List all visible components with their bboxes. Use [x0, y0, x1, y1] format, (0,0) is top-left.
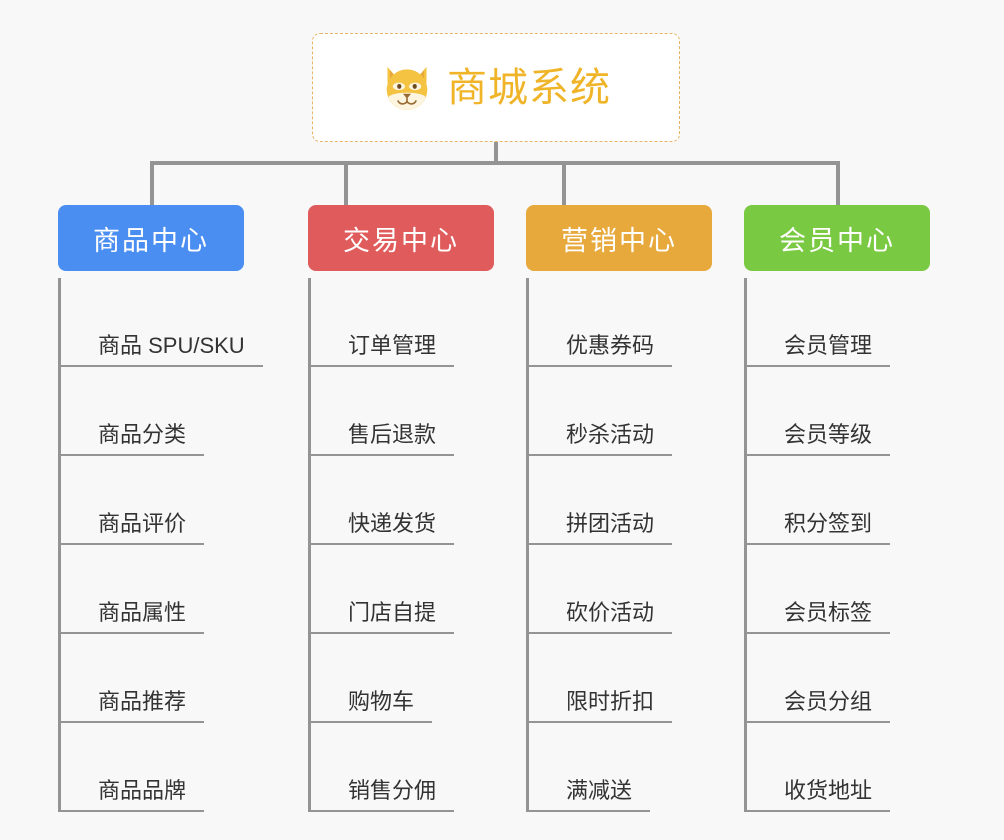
leaf-label: 快递发货 [311, 511, 455, 545]
root-node[interactable]: 商城系统 [312, 33, 680, 142]
leaf-list-2: 订单管理 售后退款 快递发货 门店自提 购物车 销售分佣 [308, 278, 494, 812]
leaf-item[interactable]: 商品推荐 [61, 634, 263, 723]
leaf-item[interactable]: 商品分类 [61, 367, 263, 456]
branch-header-3[interactable]: 营销中心 [526, 205, 712, 271]
leaf-list-1: 商品 SPU/SKU 商品分类 商品评价 商品属性 商品推荐 商品品牌 [58, 278, 263, 812]
leaf-label: 优惠券码 [529, 333, 673, 367]
leaf-label: 商品评价 [61, 511, 205, 545]
leaf-item[interactable]: 商品品牌 [61, 723, 263, 812]
leaf-label: 会员等级 [747, 422, 891, 456]
leaf-item[interactable]: 满减送 [529, 723, 712, 812]
leaf-label: 砍价活动 [529, 600, 673, 634]
connector-horizontal-bus [150, 161, 838, 165]
leaf-label: 商品分类 [61, 422, 205, 456]
leaf-label: 积分签到 [747, 511, 891, 545]
leaf-item[interactable]: 订单管理 [311, 278, 494, 367]
connector-drop-1 [150, 161, 154, 205]
leaf-item[interactable]: 购物车 [311, 634, 494, 723]
branch-header-4[interactable]: 会员中心 [744, 205, 930, 271]
leaf-item[interactable]: 拼团活动 [529, 456, 712, 545]
leaf-list-3: 优惠券码 秒杀活动 拼团活动 砍价活动 限时折扣 满减送 [526, 278, 712, 812]
branch-header-2[interactable]: 交易中心 [308, 205, 494, 271]
connector-drop-3 [562, 161, 566, 205]
leaf-label: 商品品牌 [61, 778, 205, 812]
leaf-item[interactable]: 商品 SPU/SKU [61, 278, 263, 367]
branch-header-label-1: 商品中心 [93, 225, 209, 256]
leaf-label: 满减送 [529, 778, 651, 812]
leaf-item[interactable]: 门店自提 [311, 545, 494, 634]
leaf-label: 商品推荐 [61, 689, 205, 723]
leaf-label: 商品属性 [61, 600, 205, 634]
leaf-label: 会员分组 [747, 689, 891, 723]
leaf-item[interactable]: 商品属性 [61, 545, 263, 634]
leaf-label: 拼团活动 [529, 511, 673, 545]
leaf-item[interactable]: 售后退款 [311, 367, 494, 456]
connector-root-stem [494, 142, 498, 165]
leaf-item[interactable]: 限时折扣 [529, 634, 712, 723]
leaf-label: 会员标签 [747, 600, 891, 634]
leaf-label: 门店自提 [311, 600, 455, 634]
branch-member-center: 会员中心 会员管理 会员等级 积分签到 会员标签 会员分组 收货地址 [744, 205, 930, 812]
leaf-item[interactable]: 商品评价 [61, 456, 263, 545]
branch-header-label-4: 会员中心 [779, 225, 895, 256]
leaf-label: 限时折扣 [529, 689, 673, 723]
leaf-label: 售后退款 [311, 422, 455, 456]
leaf-item[interactable]: 秒杀活动 [529, 367, 712, 456]
root-title: 商城系统 [447, 65, 611, 110]
branch-marketing-center: 营销中心 优惠券码 秒杀活动 拼团活动 砍价活动 限时折扣 满减送 [526, 205, 712, 812]
connector-drop-2 [344, 161, 348, 205]
leaf-item[interactable]: 积分签到 [747, 456, 930, 545]
leaf-item[interactable]: 会员标签 [747, 545, 930, 634]
branch-trade-center: 交易中心 订单管理 售后退款 快递发货 门店自提 购物车 销售分佣 [308, 205, 494, 812]
leaf-label: 商品 SPU/SKU [61, 333, 263, 367]
connector-drop-4 [836, 161, 840, 205]
leaf-item[interactable]: 优惠券码 [529, 278, 712, 367]
shiba-dog-face-icon [386, 66, 428, 110]
leaf-label: 订单管理 [311, 333, 455, 367]
leaf-label: 会员管理 [747, 333, 891, 367]
leaf-list-4: 会员管理 会员等级 积分签到 会员标签 会员分组 收货地址 [744, 278, 930, 812]
leaf-item[interactable]: 销售分佣 [311, 723, 494, 812]
leaf-label: 购物车 [311, 689, 433, 723]
branch-header-label-3: 营销中心 [561, 225, 677, 256]
leaf-item[interactable]: 会员分组 [747, 634, 930, 723]
leaf-item[interactable]: 收货地址 [747, 723, 930, 812]
leaf-item[interactable]: 砍价活动 [529, 545, 712, 634]
leaf-label: 销售分佣 [311, 778, 455, 812]
branch-header-1[interactable]: 商品中心 [58, 205, 244, 271]
leaf-item[interactable]: 快递发货 [311, 456, 494, 545]
leaf-label: 收货地址 [747, 778, 891, 812]
leaf-item[interactable]: 会员管理 [747, 278, 930, 367]
branch-header-label-2: 交易中心 [343, 225, 459, 256]
leaf-item[interactable]: 会员等级 [747, 367, 930, 456]
leaf-label: 秒杀活动 [529, 422, 673, 456]
branch-product-center: 商品中心 商品 SPU/SKU 商品分类 商品评价 商品属性 商品推荐 商品品牌 [58, 205, 263, 812]
